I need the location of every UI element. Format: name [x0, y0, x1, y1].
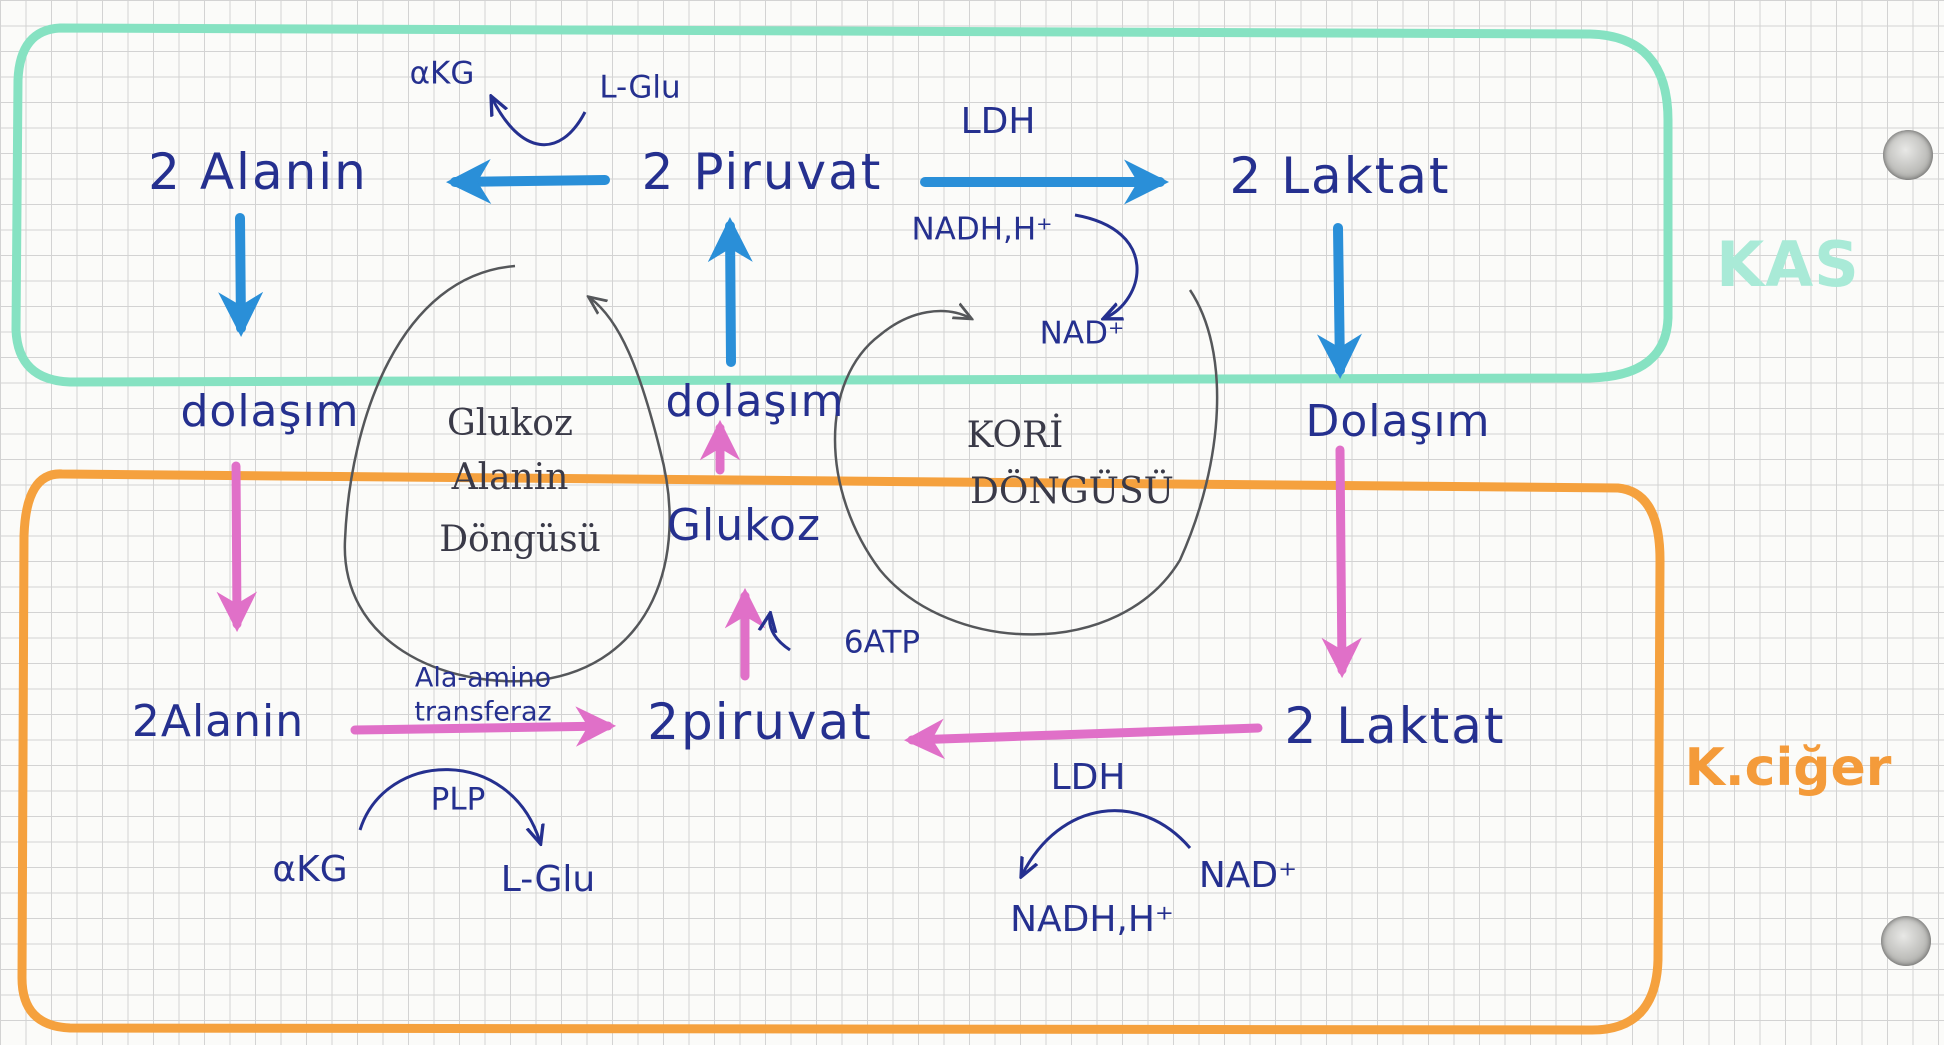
muscle-aminotransfer-curve: [492, 98, 587, 147]
glucose-alanine-cycle-loop: [343, 264, 671, 683]
muscle-nad: NAD⁺: [1039, 315, 1125, 352]
liver-region-label: K.ciğer: [1684, 738, 1892, 798]
blood-to-piruvat-arrow: [707, 217, 753, 367]
blood-to-liver-laktat-arrow: [1321, 445, 1362, 679]
blood-to-liver-alanin-arrow: [216, 461, 258, 633]
gac-label-line-2: Alanin: [451, 457, 569, 498]
cori-label-line-2: DÖNGÜSÜ: [970, 471, 1174, 512]
liver-glukoz: Glukoz: [666, 500, 822, 551]
muscle-piruvat: 2 Piruvat: [641, 143, 883, 201]
liver-plp: PLP: [430, 781, 486, 818]
blood-left: dolaşım: [180, 386, 360, 437]
liver-ldh-enzyme: LDH: [1050, 757, 1126, 798]
liver-region-outline: [17, 469, 1665, 1035]
cori-cycle-loop: [833, 289, 1219, 636]
muscle-laktat: 2 Laktat: [1229, 147, 1451, 205]
cori-label-line-1: KORİ: [966, 415, 1064, 456]
muscle-region-label: KAS: [1716, 228, 1860, 301]
liver-alanin: 2Alanin: [131, 696, 305, 747]
muscle-alanin: 2 Alanin: [148, 143, 368, 201]
gac-label-line-3: Döngüsü: [439, 519, 601, 560]
liver-nadh: NADH,H⁺: [1010, 899, 1174, 940]
muscle-region-outline: [11, 23, 1673, 387]
liver-atp: 6ATP: [843, 624, 921, 661]
muscle-ldh-enzyme: LDH: [960, 101, 1036, 142]
atp-input-curve: [770, 615, 791, 652]
liver-transferase-line-2: transferaz: [414, 696, 552, 728]
punch-hole-top: [1883, 130, 1933, 180]
liver-laktat: 2 Laktat: [1284, 697, 1506, 755]
liver-transferase-line-1: Ala-amino: [414, 662, 552, 694]
muscle-nadh-curve: [1074, 213, 1139, 318]
liver-piruvat: 2piruvat: [647, 693, 873, 751]
laktat-to-blood-arrow: [1316, 223, 1362, 379]
alanin-to-blood-arrow: [218, 213, 264, 337]
blood-middle: dolaşım: [665, 376, 845, 427]
laktat-to-piruvat-arrow: [903, 718, 1263, 760]
liver-plp-curve: [358, 768, 540, 842]
liver-nad: NAD⁺: [1198, 855, 1298, 896]
punch-hole-bottom: [1881, 916, 1931, 966]
gac-label-line-1: Glukoz: [447, 403, 573, 444]
muscle-akg: αKG: [409, 55, 475, 92]
liver-glu: L-Glu: [500, 859, 596, 900]
liver-akg: αKG: [272, 849, 348, 890]
alanin-to-piruvat-arrow: [350, 706, 617, 747]
piruvat-to-alanin-arrow: [446, 159, 610, 205]
blood-right: Dolaşım: [1305, 396, 1491, 447]
muscle-glu: L-Glu: [599, 69, 681, 106]
liver-nad-curve: [1022, 809, 1192, 875]
muscle-nadh: NADH,H⁺: [911, 211, 1053, 248]
